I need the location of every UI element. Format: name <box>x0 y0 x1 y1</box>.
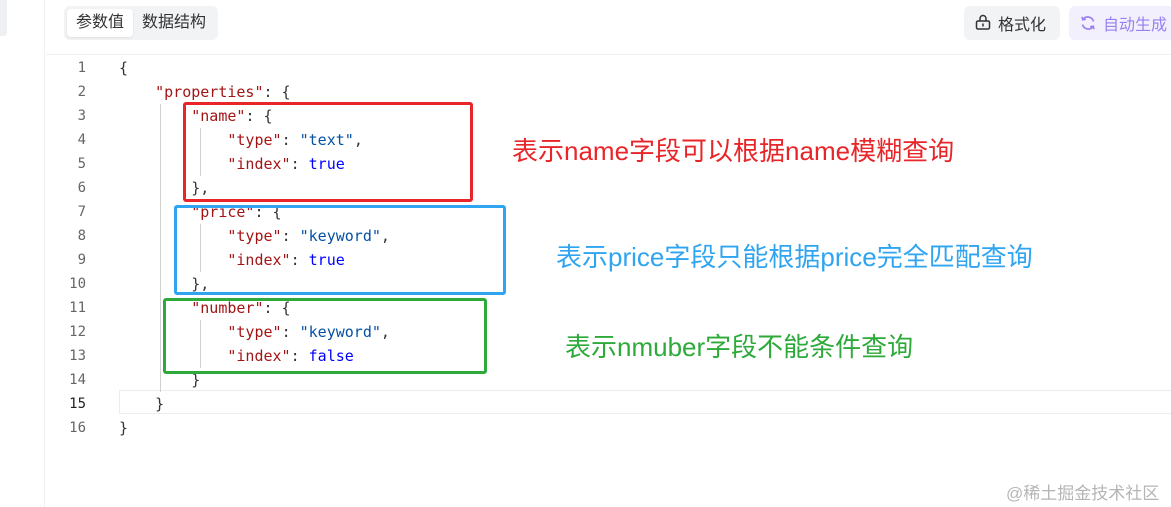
code-text: { <box>119 59 129 77</box>
watermark: @稀土掘金技术社区 <box>1006 484 1160 503</box>
code-line: 10 }, <box>46 272 1171 296</box>
code-text: } <box>119 395 165 413</box>
current-line-highlight <box>119 390 1171 414</box>
annotation-box-name <box>183 102 473 202</box>
code-text: "type": "text", <box>227 131 363 149</box>
editor-header: 参数值 数据结构 格式化 自动生成 <box>46 0 1171 55</box>
code-text: "name": { <box>191 107 273 125</box>
line-number: 14 <box>69 372 86 388</box>
line-number: 3 <box>77 108 86 124</box>
code-text: "type": "keyword", <box>227 323 390 341</box>
code-line-current: 15 } <box>46 392 1171 416</box>
tab-param-value[interactable]: 参数值 <box>67 9 134 37</box>
code-text: "type": "keyword", <box>227 227 390 245</box>
line-number: 2 <box>77 84 86 100</box>
code-line: 8 "type": "keyword", <box>46 224 1171 248</box>
line-number: 10 <box>69 276 86 292</box>
format-icon <box>974 14 992 32</box>
indent-guide <box>200 320 201 368</box>
code-line: 11 "number": { <box>46 296 1171 320</box>
code-text: "properties": { <box>155 83 291 101</box>
annotation-text-price: 表示price字段只能根据price完全匹配查询 <box>556 242 1033 272</box>
line-number: 11 <box>69 300 86 316</box>
divider <box>44 0 45 507</box>
code-line: 1{ <box>46 56 1171 80</box>
json-editor[interactable]: 1{ 2 "properties": { 3 "name": { 4 "type… <box>46 56 1171 507</box>
auto-generate-label: 自动生成 <box>1103 17 1168 34</box>
auto-generate-button[interactable]: 自动生成 <box>1069 6 1171 40</box>
code-text: "index": false <box>227 347 354 365</box>
code-text: }, <box>119 275 210 293</box>
code-line: 9 "index": true <box>46 248 1171 272</box>
line-number: 12 <box>69 324 86 340</box>
format-label: 格式化 <box>998 17 1047 34</box>
format-button[interactable]: 格式化 <box>964 6 1060 40</box>
annotation-text-number: 表示nmuber字段不能条件查询 <box>565 332 914 362</box>
code-line: 6 }, <box>46 176 1171 200</box>
code-text: } <box>119 371 201 389</box>
annotation-box-price <box>174 205 506 295</box>
line-number: 6 <box>77 180 86 196</box>
code-line: 16} <box>46 416 1171 440</box>
refresh-icon <box>1079 14 1097 32</box>
line-number: 4 <box>77 132 86 148</box>
line-number: 13 <box>69 348 86 364</box>
line-number: 7 <box>77 204 86 220</box>
code-text: "index": true <box>227 251 345 269</box>
line-number: 8 <box>77 228 86 244</box>
annotation-text-name: 表示name字段可以根据name模糊查询 <box>512 136 955 166</box>
tab-group: 参数值 数据结构 <box>64 6 219 40</box>
line-number: 9 <box>77 252 86 268</box>
code-line: 13 "index": false <box>46 344 1171 368</box>
left-sidebar-strip <box>0 0 46 507</box>
tab-data-structure[interactable]: 数据结构 <box>142 14 207 31</box>
line-number: 5 <box>77 156 86 172</box>
annotation-box-number <box>163 298 487 374</box>
code-line: 14 } <box>46 368 1171 392</box>
code-line: 3 "name": { <box>46 104 1171 128</box>
code-text: } <box>119 419 129 437</box>
sidebar-edge <box>0 0 7 36</box>
line-number: 16 <box>69 420 86 436</box>
indent-guide <box>200 128 201 176</box>
code-line: 2 "properties": { <box>46 80 1171 104</box>
code-text: "number": { <box>191 299 291 317</box>
code-line: 12 "type": "keyword", <box>46 320 1171 344</box>
line-number: 1 <box>77 60 86 76</box>
indent-guide <box>200 224 201 272</box>
code-text: }, <box>119 179 210 197</box>
indent-guide <box>160 104 161 392</box>
code-line: 5 "index": true <box>46 152 1171 176</box>
line-number: 15 <box>69 396 86 412</box>
code-text: "index": true <box>227 155 345 173</box>
code-line: 4 "type": "text", <box>46 128 1171 152</box>
